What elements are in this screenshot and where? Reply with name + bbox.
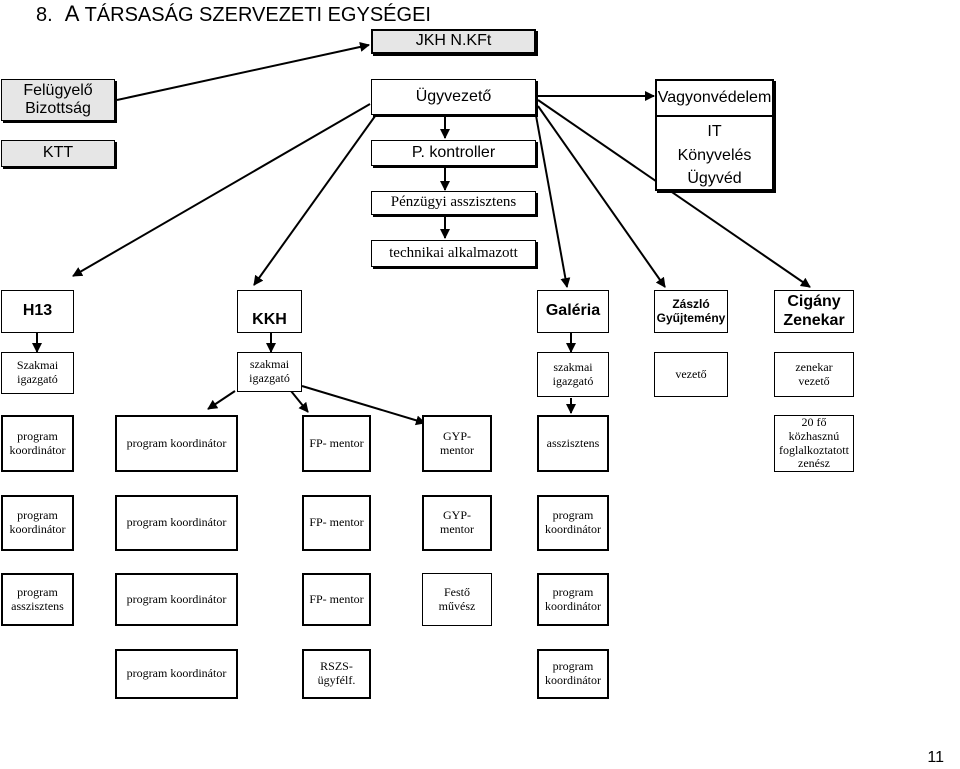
row3-fp-mentor: FP- mentor xyxy=(302,573,371,626)
arrow-ugyvezeto-to-kkh xyxy=(253,111,379,286)
vagyonvedelem-box: Vagyonvédelem xyxy=(657,81,772,117)
technikai-alkalmazott-box: technikai alkalmazott xyxy=(371,240,536,267)
row1-program-koordinator-wide: program koordinátor xyxy=(115,415,238,472)
unit-cigany-zenekar: Cigány Zenekar xyxy=(774,290,854,333)
row1-zenesz: 20 fő közhasznú foglalkoztatott zenész xyxy=(774,415,854,472)
arrow-ugyvezeto-to-cigany xyxy=(537,99,811,288)
arrow-kkh-leader-to-fp xyxy=(290,390,309,413)
arrow-kkh-leader-to-gyp xyxy=(301,385,426,426)
row2-program-koordinator-galeria: program koordinátor xyxy=(537,495,609,551)
page-title: 8.A TÁRSASÁG SZERVEZETI EGYSÉGEI xyxy=(36,1,431,26)
leader-galeria: szakmai igazgató xyxy=(537,352,609,397)
row2-gyp-mentor: GYP- mentor xyxy=(422,495,492,551)
leader-cigany: zenekar vezető xyxy=(774,352,854,397)
arrow-fb-to-jkh xyxy=(116,42,370,101)
arrow-kkh-leader-to-pk xyxy=(207,390,236,410)
konyveles-label: Könyvelés xyxy=(677,147,752,164)
row4-program-koordinator-wide: program koordinátor xyxy=(115,649,238,699)
row2-fp-mentor: FP- mentor xyxy=(302,495,371,551)
row3-festo-muvesz: Festő művész xyxy=(422,573,492,626)
row4-program-koordinator-galeria: program koordinátor xyxy=(537,649,609,699)
ktt-box: KTT xyxy=(1,140,115,167)
unit-zaszlo-gyujtemeny: Zászló Gyűjtemény xyxy=(654,290,728,333)
row3-program-koordinator-galeria: program koordinátor xyxy=(537,573,609,626)
unit-h13: H13 xyxy=(1,290,74,333)
row1-gyp-mentor: GYP- mentor xyxy=(422,415,492,472)
arrow-ugyvezeto-to-zaszlo xyxy=(537,105,666,288)
penzugyi-asszisztens-box: Pénzügyi asszisztens xyxy=(371,191,536,215)
page-number: 11 xyxy=(927,749,944,766)
leader-kkh: szakmai igazgató xyxy=(237,352,302,392)
leader-h13: Szakmai igazgató xyxy=(1,352,74,394)
it-label: IT xyxy=(707,123,722,140)
row3-program-asszisztens: program asszisztens xyxy=(1,573,74,626)
jkh-box: JKH N.KFt xyxy=(371,29,536,54)
row2-program-koordinator-wide: program koordinátor xyxy=(115,495,238,551)
right-group: Vagyonvédelem IT Könyvelés Ügyvéd xyxy=(655,79,774,191)
felugyelo-bizottsag-box: Felügyelő Bizottság xyxy=(1,79,115,121)
row1-fp-mentor: FP- mentor xyxy=(302,415,371,472)
row1-asszisztens: asszisztens xyxy=(537,415,609,472)
row2-program-koordinator: program koordinátor xyxy=(1,495,74,551)
arrow-ugyvezeto-to-galeria xyxy=(534,109,571,288)
unit-kkh: KKH xyxy=(237,290,302,333)
arrow-ugyvezeto-to-h13 xyxy=(72,103,371,277)
row4-rszs-ugyfelf: RSZS- ügyfélf. xyxy=(302,649,371,699)
leader-zaszlo: vezető xyxy=(654,352,728,397)
kontroller-box: P. kontroller xyxy=(371,140,536,166)
row1-program-koordinator: program koordinátor xyxy=(1,415,74,472)
row3-program-koordinator-wide: program koordinátor xyxy=(115,573,238,626)
unit-galeria: Galéria xyxy=(537,290,609,333)
ugyved-label: Ügyvéd xyxy=(687,170,742,187)
ugyvezeto-box: Ügyvezető xyxy=(371,79,536,115)
